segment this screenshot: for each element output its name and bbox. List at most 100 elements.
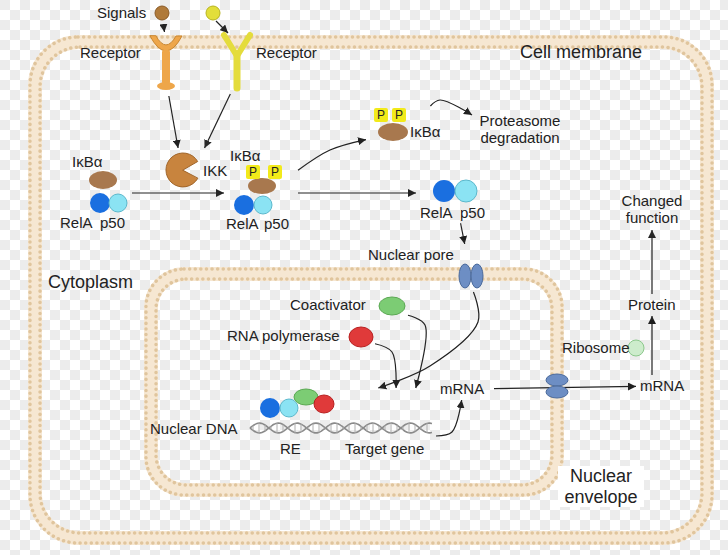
- process-label: Proteasome degradation: [472, 110, 569, 150]
- arrow-connector: [298, 140, 366, 171]
- dna-rung: [289, 427, 290, 429]
- node-label: IκBα: [410, 123, 440, 140]
- signal-arrow: [216, 21, 228, 33]
- molecule: [109, 194, 127, 212]
- node-label: Nuclear envelope: [558, 466, 644, 507]
- polymerase: RNA polymerase: [225, 325, 375, 349]
- node-label: RelA: [226, 215, 259, 232]
- dna-rung: [361, 426, 362, 429]
- shape-group: [234, 165, 282, 215]
- shape-group: [89, 171, 127, 213]
- molecule: [433, 180, 455, 202]
- molecule: [314, 395, 334, 413]
- shape-group: [374, 108, 408, 141]
- arrow-connector: [375, 344, 396, 388]
- shape-group: [628, 340, 644, 356]
- node-label: Proteasome degradation: [474, 112, 566, 147]
- node-label: mRNA: [440, 380, 484, 397]
- molecule: [90, 193, 110, 213]
- phosphate-tag: [374, 108, 388, 122]
- node-label: IκBα: [72, 153, 102, 170]
- arrow-connector: [163, 24, 164, 32]
- dna-rung: [307, 427, 308, 429]
- arrow-connector: [408, 315, 426, 388]
- node-label: RelA: [420, 204, 453, 221]
- molecule: [471, 264, 483, 288]
- membrane-band: [156, 279, 552, 485]
- dna-rung: [367, 425, 368, 431]
- dna-rung: [295, 423, 296, 432]
- dna-rung: [385, 426, 386, 431]
- molecule: [378, 123, 408, 141]
- coactivator: Coactivator: [288, 294, 408, 318]
- dna-helix-strand: [250, 423, 432, 433]
- dna-rung: [391, 423, 392, 433]
- node-shape: [78, 32, 184, 96]
- phosphorylated-inhibitor: PPIκBα: [366, 106, 450, 146]
- shape-outline: [234, 54, 241, 88]
- transcript: mRNA: [636, 375, 694, 397]
- signal: Signals: [95, 2, 171, 24]
- molecule: [546, 386, 568, 398]
- protein-label: Protein: [624, 294, 684, 316]
- phosphate-label: P: [392, 108, 406, 122]
- nucleus: Nuclear envelopeCoactivatorRNA polymeras…: [143, 266, 565, 498]
- shape-outline: [150, 36, 182, 51]
- membrane-band: [30, 37, 712, 543]
- dna-rung: [379, 426, 380, 431]
- membrane-band: [40, 47, 702, 533]
- molecule: [157, 82, 175, 90]
- arrow-connector: [132, 192, 224, 193]
- molecule: [155, 6, 169, 20]
- molecule: [379, 297, 405, 315]
- dna-rung: [427, 423, 428, 432]
- phosphate-label: P: [246, 165, 260, 179]
- receptor: Receptor: [78, 32, 184, 96]
- shape-group: [459, 264, 483, 288]
- molecule: [254, 196, 272, 214]
- dna-strand: Nuclear DNARETarget gene: [148, 388, 436, 459]
- dna-rung: [421, 427, 422, 429]
- phosphate-tag: [392, 108, 406, 122]
- node-label: Ribosome: [562, 339, 630, 356]
- arrow-connector: [651, 230, 652, 294]
- arrow-connector: [430, 100, 472, 115]
- node-label: RE: [280, 440, 301, 457]
- molecule: [349, 327, 373, 347]
- dna-rung: [355, 423, 356, 433]
- node-label: Protein: [628, 296, 676, 313]
- node-label: IKK: [203, 162, 227, 179]
- node-label: p50: [264, 215, 289, 232]
- dna-rung: [325, 427, 326, 429]
- dna-rung: [271, 426, 272, 430]
- dna-rung: [277, 423, 278, 433]
- arrow-connector: [436, 400, 462, 436]
- node-label: mRNA: [640, 377, 684, 394]
- dna-rung: [253, 426, 254, 431]
- node-label: RelA: [60, 214, 93, 231]
- dna-rung: [313, 424, 314, 433]
- shape-group: [433, 180, 477, 202]
- transcript: mRNA: [438, 378, 494, 400]
- dna-rung: [319, 424, 320, 433]
- arrow-connector: [651, 316, 652, 375]
- dna-rung: [349, 424, 350, 431]
- node-label: RNA polymerase: [227, 327, 340, 344]
- molecule: [234, 195, 254, 215]
- arrow-connector: [298, 192, 416, 193]
- outcome-label: Changed function: [614, 190, 691, 230]
- node-label: Receptor: [80, 44, 141, 61]
- molecule: [546, 374, 568, 386]
- phosphate-tag: [162, 50, 170, 84]
- shape-group: [379, 297, 405, 315]
- shape-group: [250, 389, 432, 433]
- dna-rung: [283, 424, 284, 431]
- dna-rung: [409, 423, 410, 433]
- dna-rung: [331, 424, 332, 432]
- phosphate-tag: [246, 165, 260, 179]
- arrow-connector: [205, 94, 231, 148]
- molecule: [628, 340, 644, 356]
- receptor: Receptor: [218, 32, 322, 94]
